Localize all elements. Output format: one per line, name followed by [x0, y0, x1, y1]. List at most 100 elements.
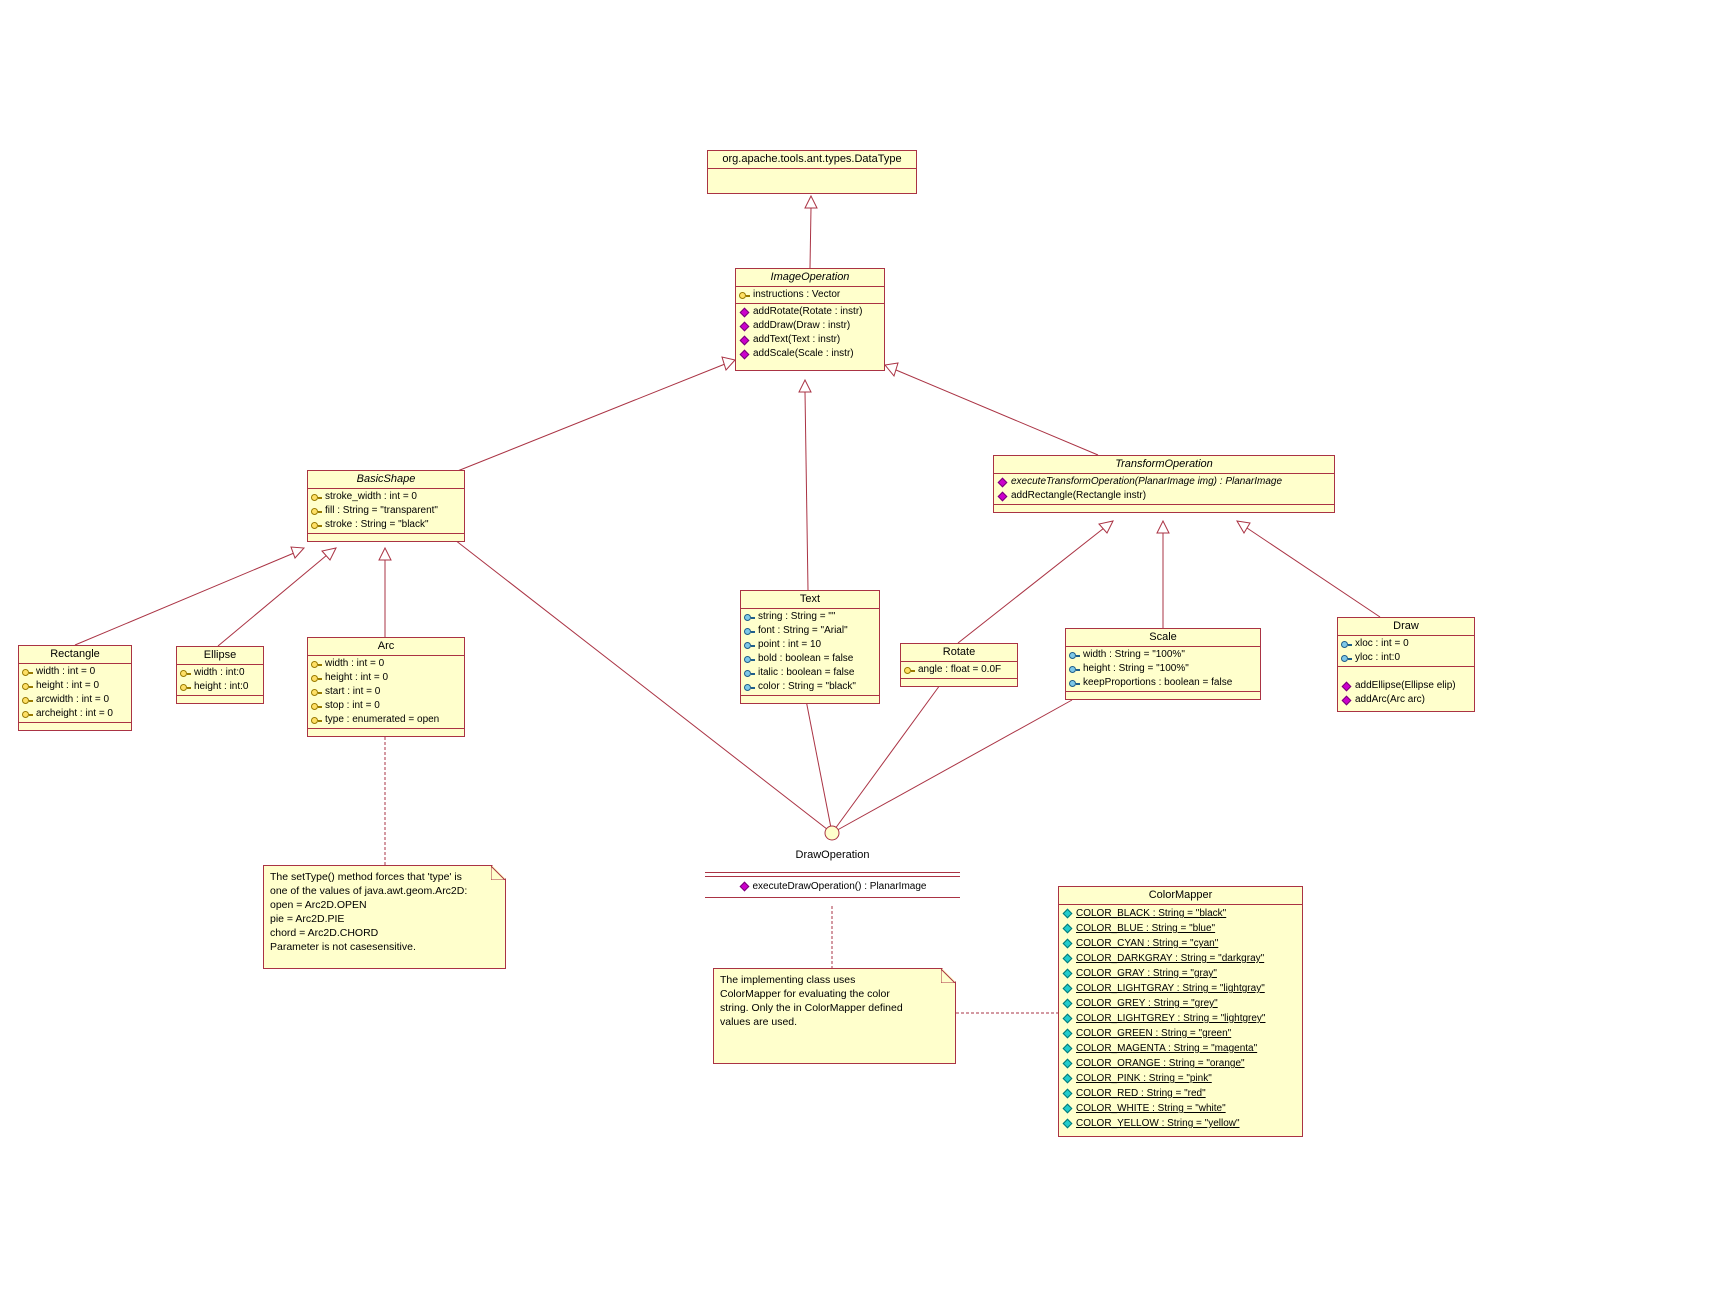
- operation-icon: [1341, 695, 1352, 706]
- generalization-basicshape-to-imageoperation: [454, 363, 726, 473]
- member-text: COLOR_GREY : String = "grey": [1076, 998, 1218, 1009]
- attribute-icon: [22, 681, 33, 692]
- attribute-icon: [180, 668, 191, 679]
- operation-row: addScale(Scale : instr): [736, 347, 884, 361]
- attribute-row: width : int = 0: [308, 657, 464, 671]
- class-compartment: string : String = ""font : String = "Ari…: [741, 608, 879, 695]
- note-text-line: chord = Arc2D.CHORD: [270, 927, 379, 939]
- generalization-arrowhead: [378, 546, 392, 561]
- class-compartment: instructions : Vector: [736, 286, 884, 303]
- note-fold-icon: [941, 969, 955, 983]
- note-text-line: Parameter is not casesensitive.: [270, 941, 416, 953]
- class-name: Arc: [377, 640, 395, 652]
- attribute-row: COLOR_GREEN : String = "green": [1059, 1026, 1302, 1041]
- attribute-row: height : String = "100%": [1066, 662, 1260, 676]
- attribute-icon: [311, 687, 322, 698]
- attribute-row: archeight : int = 0: [19, 707, 131, 721]
- member-text: height : int:0: [194, 681, 249, 692]
- class-compartment: [308, 728, 464, 736]
- class-compartment: [308, 533, 464, 541]
- attribute-row: type : enumerated = open: [308, 713, 464, 727]
- attribute-row: point : int = 10: [741, 638, 879, 652]
- note-text-line: one of the values of java.awt.geom.Arc2D…: [270, 885, 468, 897]
- attribute-icon: [744, 654, 755, 665]
- interface-name: DrawOperation: [795, 849, 870, 861]
- class-compartment: [994, 504, 1334, 512]
- operation-icon: [739, 881, 750, 892]
- attribute-row: xloc : int = 0: [1338, 637, 1474, 651]
- attribute-row: font : String = "Arial": [741, 624, 879, 638]
- static-attribute-icon: [1062, 953, 1073, 964]
- member-text: stroke_width : int = 0: [325, 491, 417, 502]
- attribute-icon: [22, 695, 33, 706]
- attribute-row: COLOR_WHITE : String = "white": [1059, 1101, 1302, 1116]
- member-text: color : String = "black": [758, 681, 856, 692]
- interface-separator: [705, 872, 960, 877]
- attribute-row: width : int = 0: [19, 665, 131, 679]
- realization-text-to-drawoperation: [805, 699, 833, 834]
- generalization-arrowhead: [1236, 520, 1251, 534]
- class-compartment: [177, 695, 263, 703]
- note-text-line: pie = Arc2D.PIE: [270, 913, 345, 925]
- class-datatype[interactable]: org.apache.tools.ant.types.DataType: [707, 150, 917, 194]
- generalization-rotate-to-transformoperation: [957, 527, 1105, 644]
- attribute-row: keepProportions : boolean = false: [1066, 676, 1260, 690]
- static-attribute-icon: [1062, 1073, 1073, 1084]
- attribute-icon: [1069, 650, 1080, 661]
- class-name: Scale: [1149, 631, 1177, 643]
- interface-drawoperation[interactable]: DrawOperation executeDrawOperation() : P…: [705, 848, 960, 898]
- attribute-row: bold : boolean = false: [741, 652, 879, 666]
- generalization-arrowhead: [798, 378, 812, 393]
- member-text: executeTransformOperation(PlanarImage im…: [1011, 476, 1283, 487]
- static-attribute-icon: [1062, 1088, 1073, 1099]
- class-name: BasicShape: [356, 473, 416, 485]
- operation-row: addDraw(Draw : instr): [736, 319, 884, 333]
- member-text: COLOR_DARKGRAY : String = "darkgray": [1076, 953, 1265, 964]
- member-text: addText(Text : instr): [753, 334, 841, 345]
- interface-lollipop-circle[interactable]: [824, 825, 840, 841]
- generalization-arrowhead: [290, 546, 306, 559]
- static-attribute-icon: [1062, 983, 1073, 994]
- class-text[interactable]: Text string : String = ""font : String = …: [740, 590, 880, 704]
- attribute-row: COLOR_RED : String = "red": [1059, 1086, 1302, 1101]
- note-arc-settype[interactable]: The setType() method forces that 'type' …: [263, 865, 506, 969]
- generalization-rectangle-to-basicshape: [74, 552, 295, 646]
- attribute-row: width : String = "100%": [1066, 648, 1260, 662]
- attribute-icon: [744, 682, 755, 693]
- member-text: height : int = 0: [325, 672, 389, 683]
- class-compartment: width : String = "100%"height : String =…: [1066, 646, 1260, 691]
- class-compartment: angle : float = 0.0F: [901, 661, 1017, 678]
- class-name: Text: [799, 593, 821, 605]
- operation-row: executeTransformOperation(PlanarImage im…: [994, 475, 1334, 489]
- operation-icon: [739, 335, 750, 346]
- member-text: COLOR_PINK : String = "pink": [1076, 1073, 1212, 1084]
- generalization-arrowhead: [721, 356, 736, 371]
- member-text: addScale(Scale : instr): [753, 348, 854, 359]
- class-scale[interactable]: Scale width : String = "100%"height : Str…: [1065, 628, 1261, 700]
- realization-scale-to-drawoperation: [831, 699, 1073, 834]
- member-text: font : String = "Arial": [758, 625, 848, 636]
- generalization-draw-to-transformoperation: [1246, 527, 1381, 618]
- attribute-row: COLOR_LIGHTGRAY : String = "lightgray": [1059, 981, 1302, 996]
- note-text-line: The setType() method forces that 'type' …: [270, 871, 462, 883]
- static-attribute-icon: [1062, 968, 1073, 979]
- attribute-row: COLOR_DARKGRAY : String = "darkgray": [1059, 951, 1302, 966]
- attribute-icon: [1341, 653, 1352, 664]
- member-text: COLOR_GRAY : String = "gray": [1076, 968, 1217, 979]
- generalization-arrowhead: [1156, 519, 1170, 534]
- attribute-icon: [311, 520, 322, 531]
- attribute-row: height : int = 0: [308, 671, 464, 685]
- operation-icon: [1341, 681, 1352, 692]
